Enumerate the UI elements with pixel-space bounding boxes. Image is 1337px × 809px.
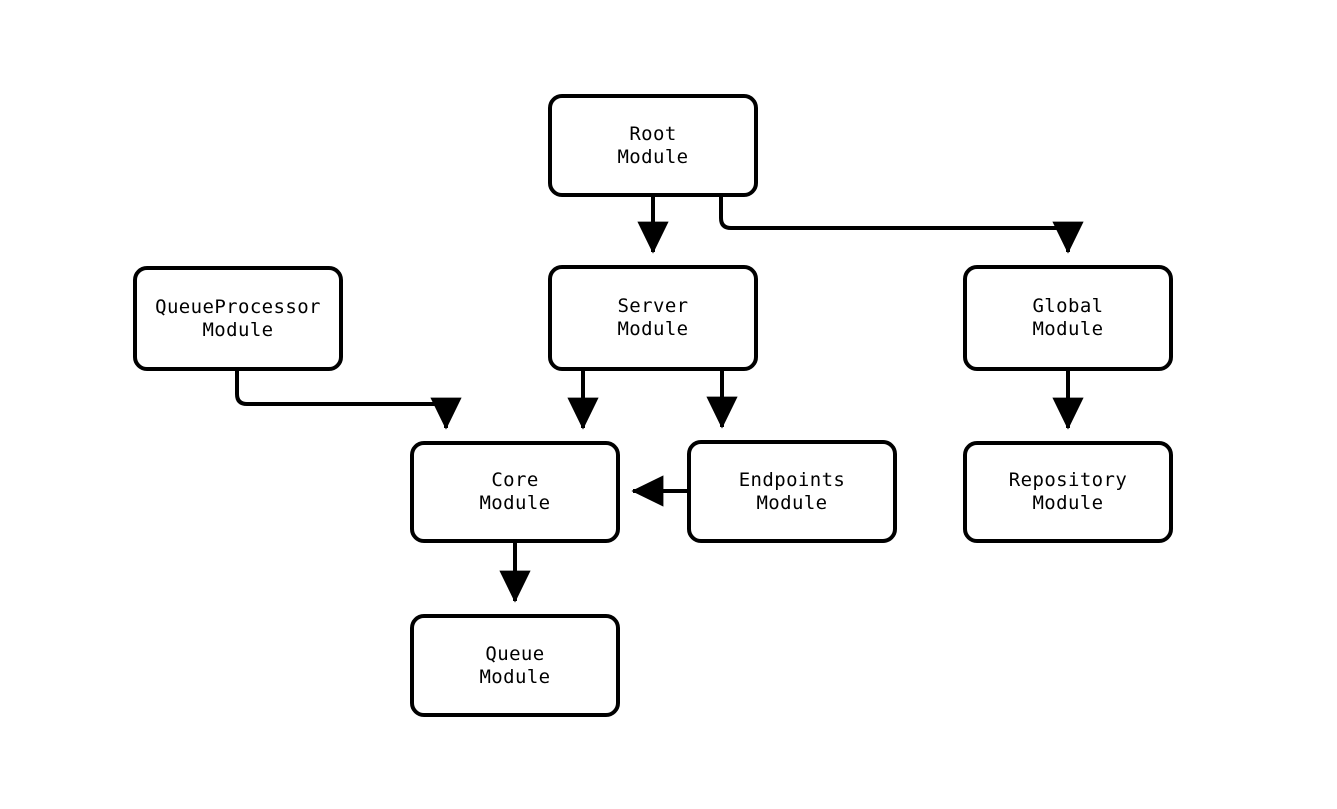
node-server-module-label: Server Module [617,295,689,340]
node-root-module-label: Root Module [617,122,689,168]
node-endpoints-module[interactable]: Endpoints Module [687,440,897,543]
node-core-module-label: Core Module [479,469,551,514]
node-queueprocessor-module-label: QueueProcessor Module [155,295,321,341]
node-repository-module-label: Repository Module [1008,469,1128,514]
node-server-module[interactable]: Server Module [548,265,758,371]
node-queueprocessor-module[interactable]: QueueProcessor Module [133,266,343,371]
node-endpoints-module-label: Endpoints Module [738,468,846,514]
node-global-module[interactable]: Global Module [963,265,1173,371]
node-global-module-label: Global Module [1032,295,1104,340]
edge-root-to-global [719,197,1084,254]
node-root-module[interactable]: Root Module [548,94,758,197]
node-repository-module[interactable]: Repository Module [963,441,1173,543]
node-queue-module[interactable]: Queue Module [410,614,620,717]
edge-queueprocessor-to-core [235,371,462,430]
node-core-module[interactable]: Core Module [410,441,620,543]
node-queue-module-label: Queue Module [479,642,551,688]
